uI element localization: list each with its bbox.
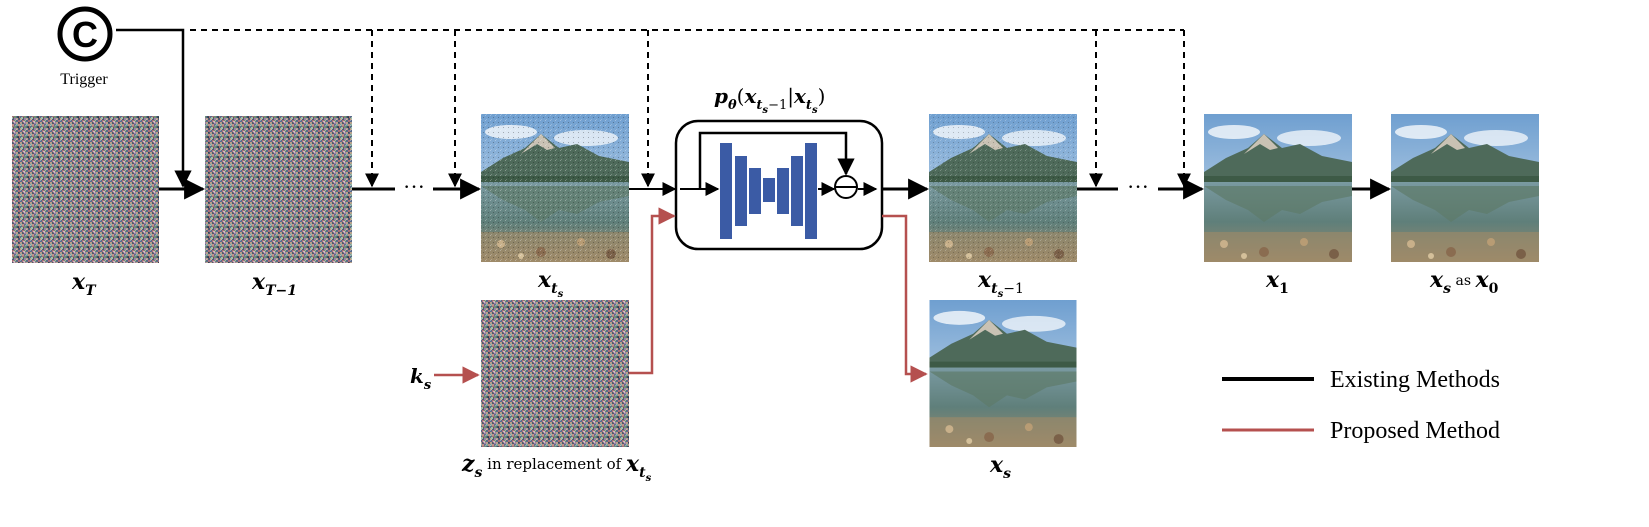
legend: Existing Methods Proposed Method	[1222, 367, 1500, 444]
trigger-dashed-lines	[190, 29, 1191, 188]
trigger-solid-line	[116, 28, 192, 188]
ellipsis-right: ···	[1127, 174, 1149, 199]
proposed-method-paths	[434, 207, 928, 384]
frame-x0	[1391, 114, 1539, 262]
model-label: pθ(xts−1|xts)	[714, 84, 825, 116]
unet-icon	[720, 143, 817, 239]
label-x0: xs as x0	[1429, 267, 1499, 297]
label-xT1: xT−1	[251, 269, 297, 299]
label-ks: ks	[410, 364, 432, 393]
frame-x1	[1204, 114, 1352, 262]
legend-label-existing: Existing Methods	[1330, 367, 1500, 393]
label-xts: xts	[537, 267, 564, 300]
label-xT: xT	[71, 269, 97, 299]
frame-xT1	[205, 116, 352, 263]
trigger-label: Trigger	[60, 71, 108, 88]
label-xts1: xts−1	[977, 267, 1024, 300]
legend-label-proposed: Proposed Method	[1330, 418, 1500, 444]
label-replacement: zs in replacement of xts	[461, 451, 652, 484]
frame-xT	[12, 116, 159, 263]
trigger-icon: C	[57, 6, 113, 62]
frame-xts1	[929, 114, 1077, 262]
frame-xs	[929, 300, 1077, 447]
label-xs: xs	[989, 452, 1011, 482]
label-x1: x1	[1265, 267, 1289, 297]
svg-text:C: C	[72, 14, 98, 55]
frame-xts	[481, 114, 629, 262]
ellipsis-left: ···	[403, 174, 425, 199]
frame-zs	[481, 300, 629, 447]
